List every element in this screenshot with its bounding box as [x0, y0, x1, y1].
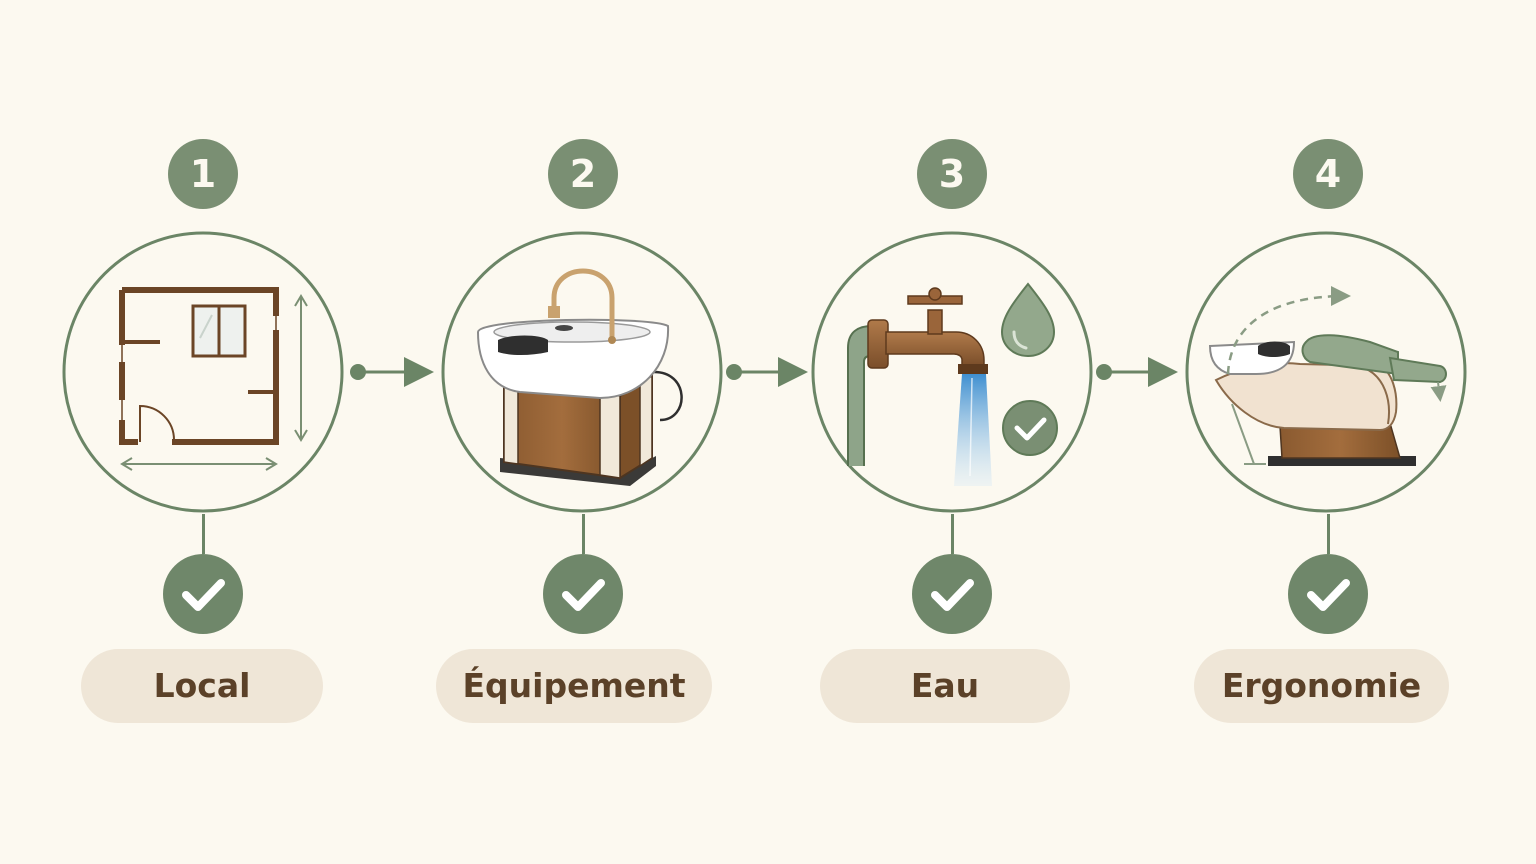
step-1-stem: [202, 514, 205, 554]
step-3-check-icon: [912, 554, 992, 634]
step-1-number: 1: [168, 139, 238, 209]
floor-plan-icon: [119, 287, 308, 471]
step-2-label: Équipement: [436, 649, 712, 723]
step-4-number: 4: [1293, 139, 1363, 209]
step-1-label: Local: [81, 649, 323, 723]
step-1-icon-circle: [62, 231, 344, 513]
step-4-icon-circle: [1185, 231, 1467, 513]
step-3-label: Eau: [820, 649, 1070, 723]
connector-3-4: [1096, 357, 1178, 387]
step-4-check-icon: [1288, 554, 1368, 634]
water-tap-icon: [847, 282, 1058, 486]
step-2-check-icon: [543, 554, 623, 634]
reclining-shampoo-chair-icon: [1208, 286, 1447, 466]
step-2-icon-circle: [441, 231, 723, 513]
step-3-stem: [951, 514, 954, 554]
connector-1-2: [350, 357, 434, 387]
step-3-number: 3: [917, 139, 987, 209]
step-4-label: Ergonomie: [1194, 649, 1449, 723]
step-3-icon-circle: [811, 231, 1093, 513]
step-2-stem: [582, 514, 585, 554]
wash-basin-cabinet-icon: [476, 268, 683, 486]
connector-2-3: [726, 357, 808, 387]
step-2-number: 2: [548, 139, 618, 209]
step-1-check-icon: [163, 554, 243, 634]
step-4-stem: [1327, 514, 1330, 554]
